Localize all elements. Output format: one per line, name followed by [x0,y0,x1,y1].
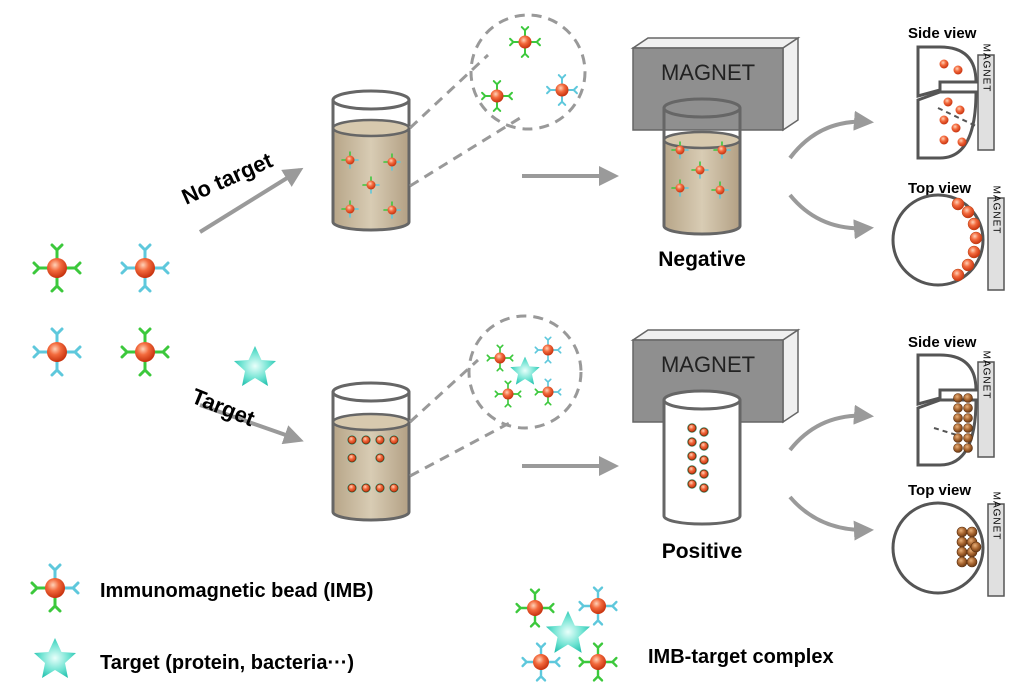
top-view-label-bottom: Top view [908,482,971,499]
magnet-vertical-label: MAGNET [991,492,1002,541]
tube-negative [662,97,742,236]
imb-bead-icon [120,327,170,377]
branch-arrows [198,167,304,445]
target-star-icon [234,346,276,386]
imb-bead-icon [32,327,82,377]
top-view-positive: MAGNET [891,492,1005,597]
tube-no-target [331,89,411,232]
top-view-label-top: Top view [908,180,971,197]
arrow-to-side-view-top [788,110,874,160]
legend-imb-label: Immunomagnetic bead (IMB) [100,580,373,602]
tube-positive [662,389,742,526]
negative-label: Negative [658,248,746,271]
legend-target-label: Target (protein, bacteria···) [100,652,354,674]
magnet-label-bottom: MAGNET [661,352,755,377]
legend-target-icon [34,638,76,678]
legend-complex-icon [515,586,618,682]
imb-group-left [32,243,276,386]
imb-bead-icon [32,243,82,293]
zoom-bubble-target [408,314,583,478]
positive-label: Positive [662,540,743,563]
magnet-label-top: MAGNET [661,60,755,85]
arrow-to-side-view-bottom [788,404,874,452]
arrow-to-top-view-bottom [788,495,874,541]
side-view-label-top: Side view [908,25,977,42]
side-view-label-bottom: Side view [908,334,977,351]
legend-complex-label: IMB-target complex [648,646,834,668]
zoom-bubble-no-target [408,13,587,188]
magnet-vertical-label: MAGNET [981,351,992,400]
target-label: Target [188,383,259,431]
no-target-label: No target [178,147,277,209]
top-view-negative: MAGNET [891,186,1005,291]
legend-imb-icon [30,563,80,613]
arrow-to-top-view-top [788,193,874,240]
imb-bead-icon [120,243,170,293]
side-view-negative: MAGNET [916,44,995,160]
side-view-positive: MAGNET [916,351,995,467]
tube-target [331,381,411,522]
legend: Immunomagnetic bead (IMB) Target (protei… [30,563,834,682]
magnet-vertical-label: MAGNET [991,186,1002,235]
magnet-vertical-label: MAGNET [981,44,992,93]
